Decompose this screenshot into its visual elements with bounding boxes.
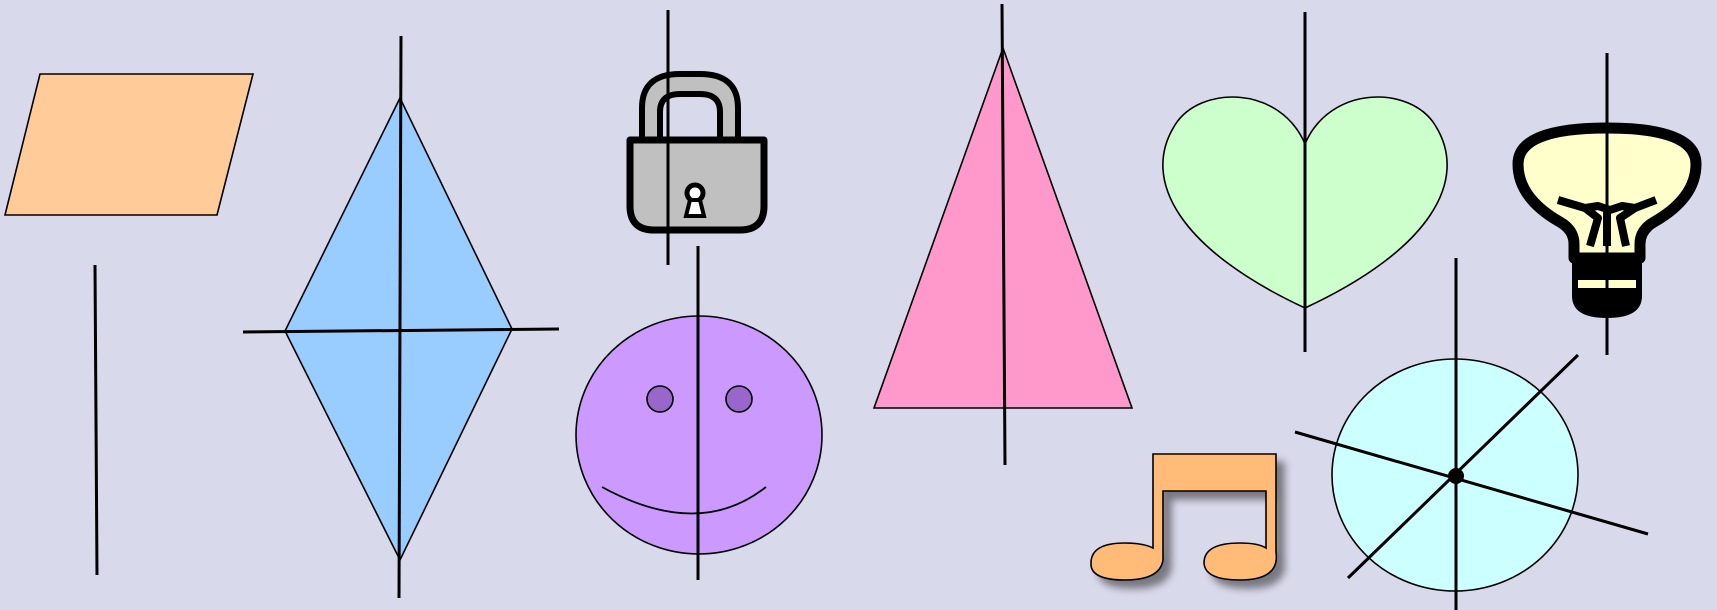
parallelogram-shape (5, 74, 253, 215)
rhombus-vertical-symmetry-line (399, 36, 401, 598)
music-note-icon (1091, 454, 1276, 580)
padlock-keyhole-bottom (686, 200, 704, 216)
music-note (1091, 454, 1276, 580)
parallelogram (5, 74, 253, 215)
circle-center-point (1448, 468, 1464, 484)
rhombus-shape (243, 36, 559, 598)
triangle-shape (874, 4, 1132, 465)
standalone-line (95, 265, 97, 575)
smiley-left-eye (647, 386, 673, 412)
lightbulb-icon (1518, 53, 1696, 355)
smiley-right-eye (726, 386, 752, 412)
padlock-shackle (642, 74, 738, 140)
lock-icon (630, 10, 764, 265)
smiley-face-icon (576, 246, 822, 580)
heart-shape (1163, 12, 1447, 352)
